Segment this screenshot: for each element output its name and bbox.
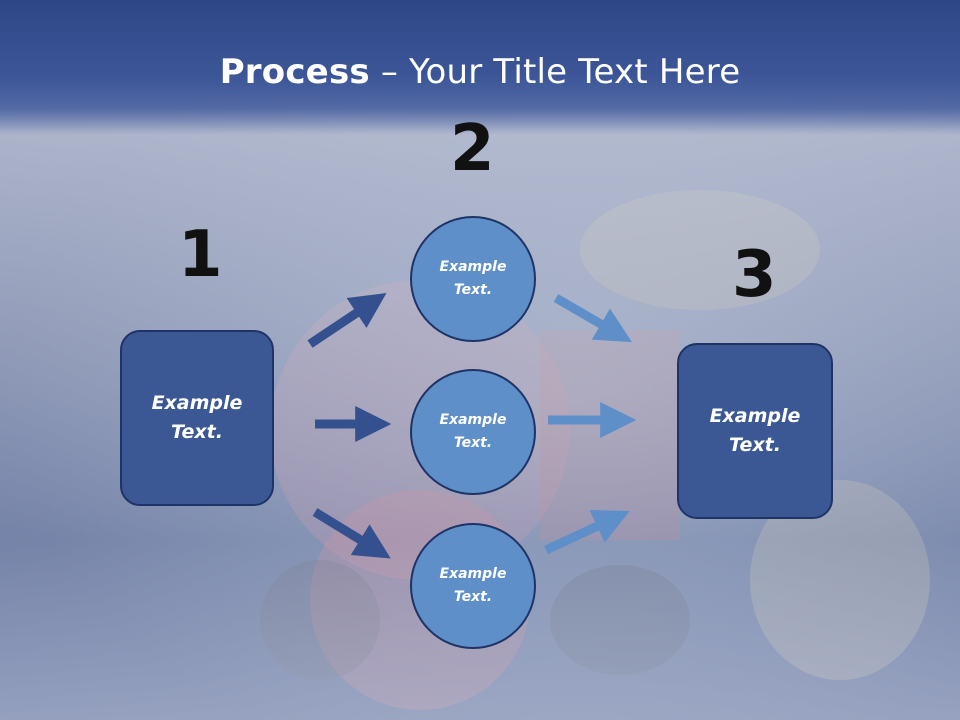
step-2-text-top: Example Text. xyxy=(439,259,507,298)
title-bar xyxy=(0,0,960,135)
step-2-circle-bottom: Example Text. xyxy=(410,523,536,649)
step-number-1: 1 xyxy=(178,218,223,292)
step-3-text: Example Text. xyxy=(709,405,801,456)
step-2-circle-middle: Example Text. xyxy=(410,369,536,495)
arrow-1-to-2-bottom xyxy=(312,508,391,559)
step-number-2: 2 xyxy=(450,112,495,186)
title-rest: – Your Title Text Here xyxy=(369,52,741,92)
title-bold: Process xyxy=(219,52,370,92)
arrow-2-top-to-3 xyxy=(553,294,633,343)
step-1-text: Example Text. xyxy=(151,392,243,443)
step-3-box: Example Text. xyxy=(677,343,833,519)
step-1-box: Example Text. xyxy=(120,330,274,506)
step-number-3: 3 xyxy=(732,238,777,312)
step-2-text-middle: Example Text. xyxy=(439,412,507,451)
step-2-circle-top: Example Text. xyxy=(410,216,536,342)
slide-title: Process – Your Title Text Here xyxy=(0,52,960,92)
arrow-2-bottom-to-3 xyxy=(544,510,630,555)
arrow-1-to-2-top xyxy=(307,293,387,348)
step-2-text-bottom: Example Text. xyxy=(439,566,507,605)
